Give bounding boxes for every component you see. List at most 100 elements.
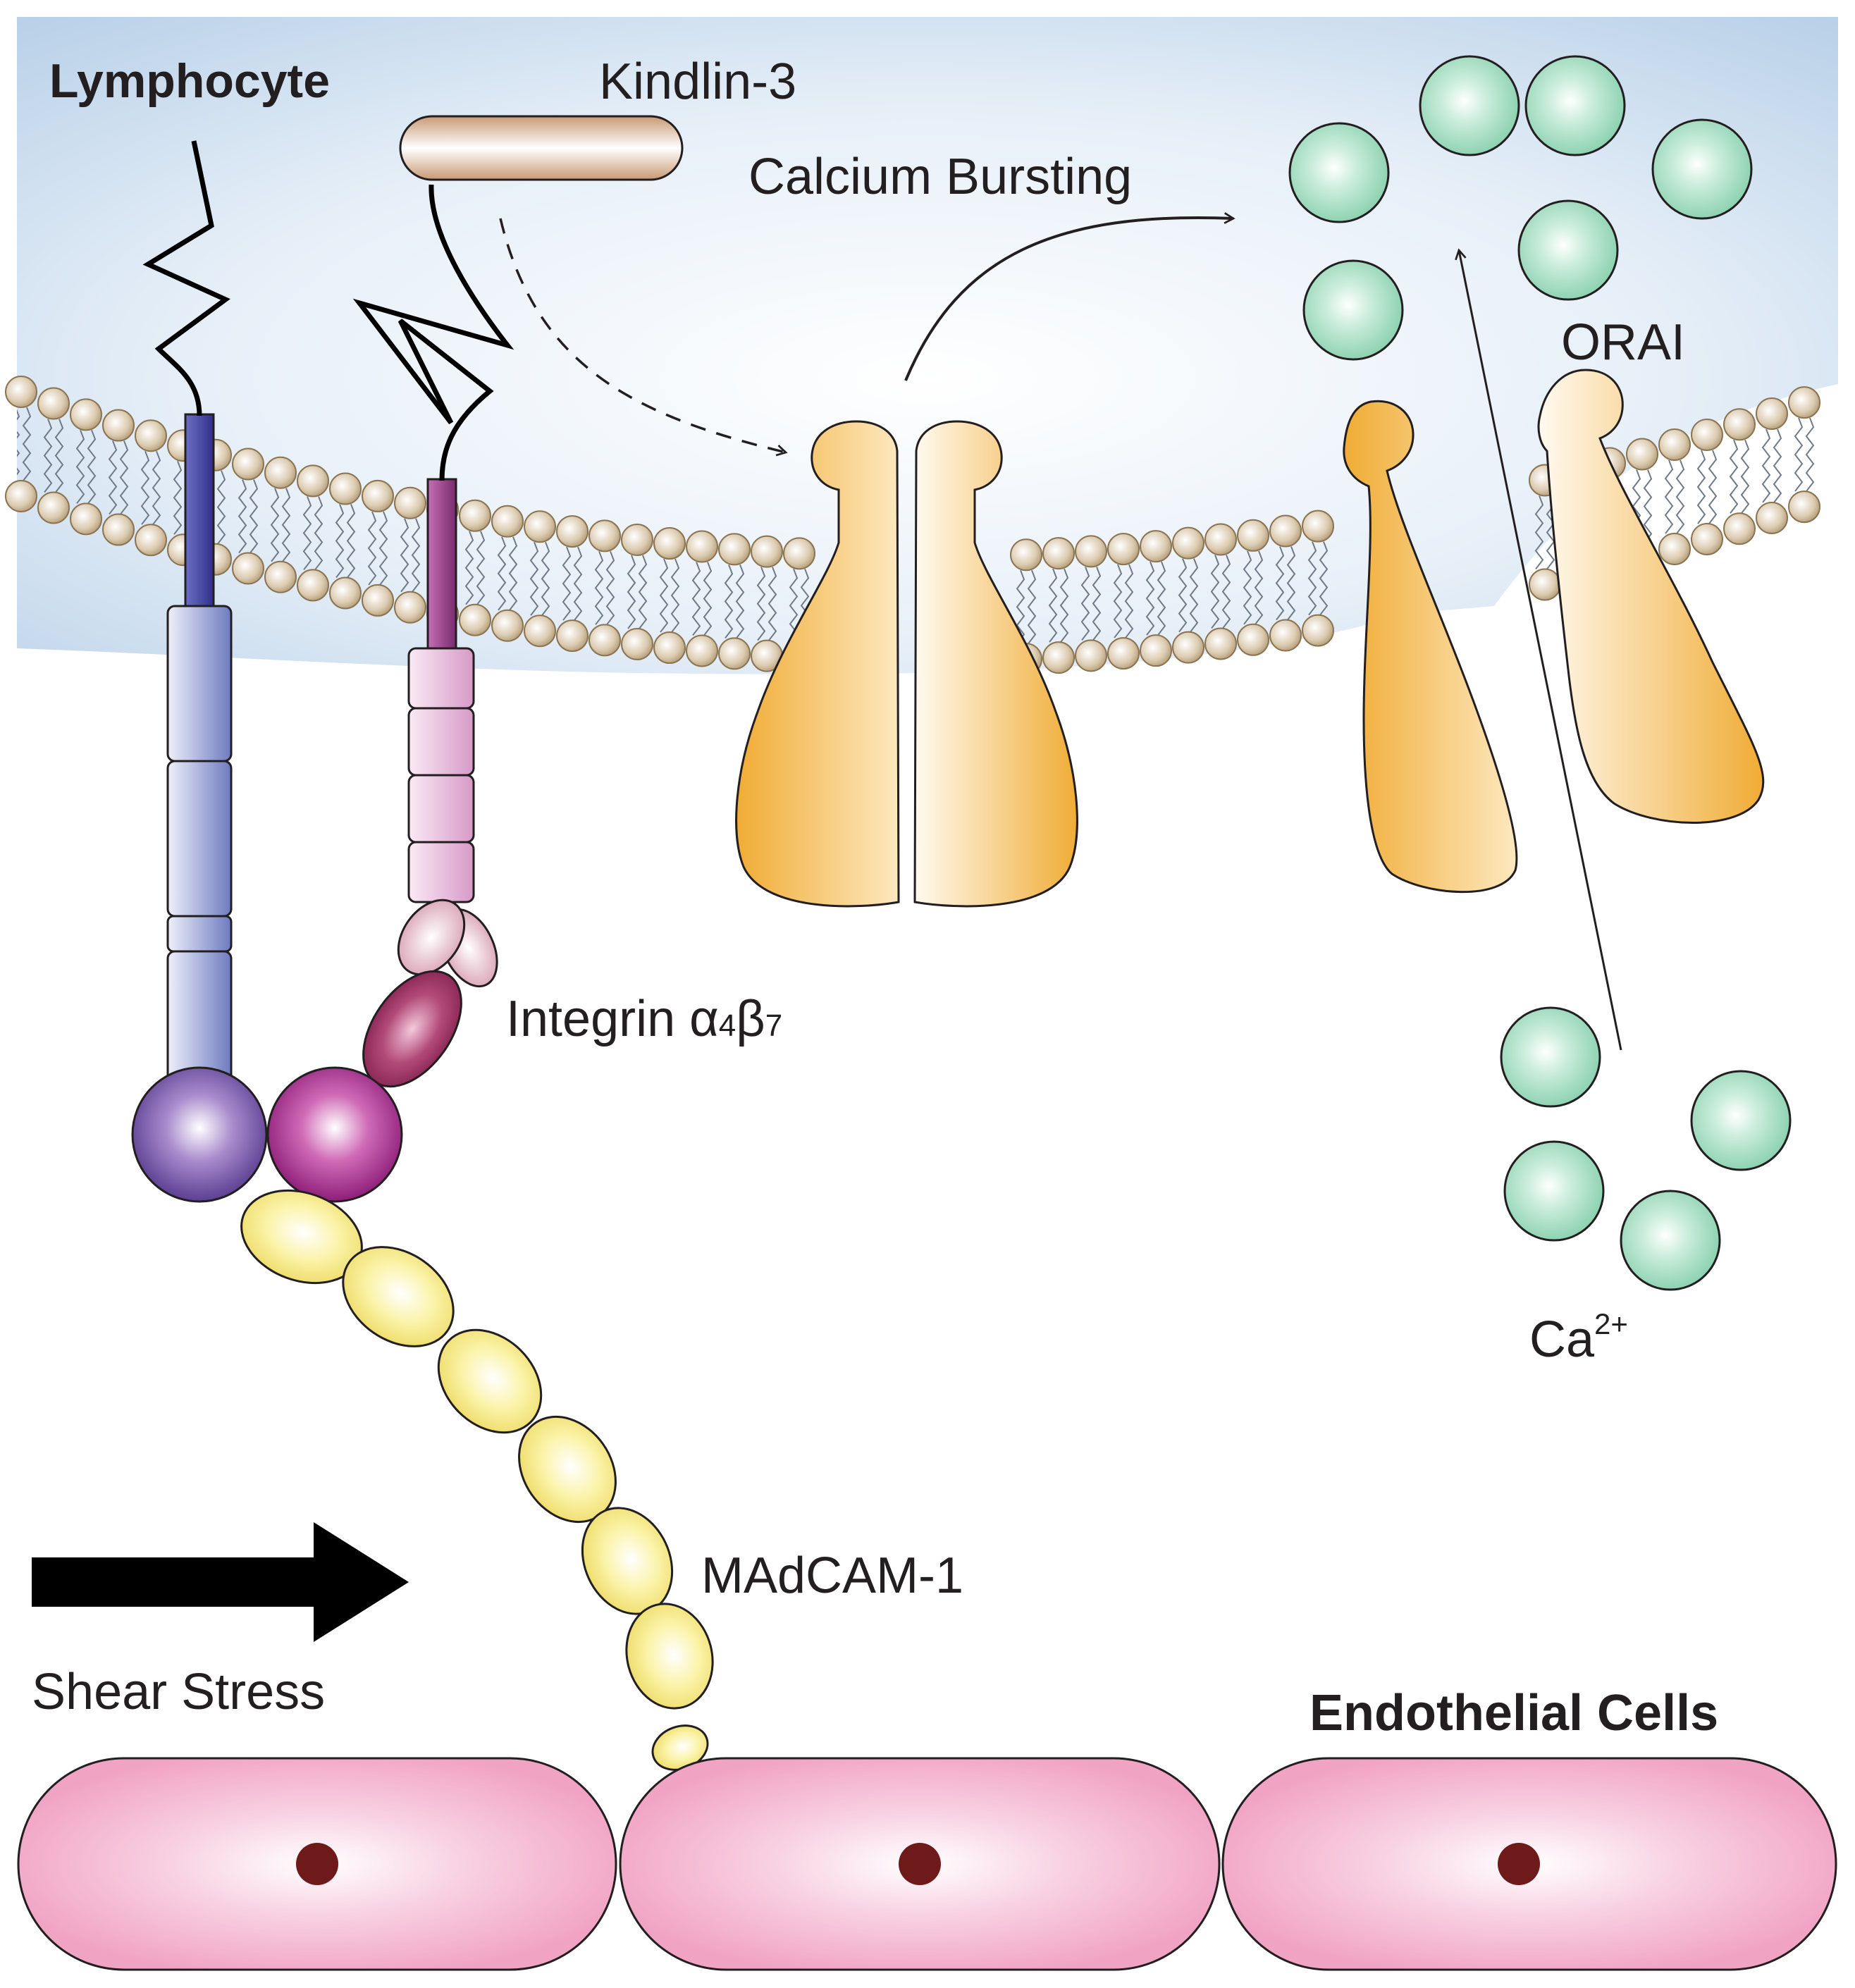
lipid-head xyxy=(1691,418,1723,451)
lipid-head xyxy=(362,479,394,512)
lipid-head xyxy=(1237,519,1269,552)
lipid-head xyxy=(1756,397,1788,430)
calcium-ion xyxy=(1302,259,1404,361)
lipid-tail xyxy=(756,567,766,641)
lipid-tail xyxy=(400,518,409,593)
lipid-head xyxy=(264,560,297,593)
lipid-tail xyxy=(1534,495,1544,570)
calcium-ion xyxy=(1620,1190,1721,1291)
kindlin-3 xyxy=(399,115,684,181)
lipid-tail xyxy=(1729,439,1739,514)
lipid-tail xyxy=(411,518,421,593)
lipid-tail xyxy=(87,429,97,504)
lipid-tail xyxy=(1664,459,1674,534)
endothelial-cell xyxy=(17,1757,617,1971)
lipid-head xyxy=(1658,533,1691,566)
lipid-head xyxy=(5,376,37,409)
lipid-head xyxy=(621,523,653,556)
lipid-tail xyxy=(54,419,64,493)
lipid-tail xyxy=(108,440,118,515)
lipid-tail xyxy=(1243,550,1252,625)
lipid-head xyxy=(264,456,297,489)
lipid-tail xyxy=(140,450,150,525)
lipid-head xyxy=(718,533,751,566)
lipid-head xyxy=(1140,530,1172,563)
lipid-tail xyxy=(1113,564,1123,638)
lipid-head xyxy=(1788,386,1820,419)
lipid-head xyxy=(1302,614,1334,647)
lipid-head xyxy=(1723,408,1756,441)
lipid-tail xyxy=(1157,561,1166,636)
lipid-tail xyxy=(1794,417,1804,492)
lipid-tail xyxy=(43,419,53,493)
lipid-tail xyxy=(659,558,669,633)
lipid-tail xyxy=(1092,567,1102,641)
lipid-head xyxy=(1140,634,1172,667)
calcium-ion-label: Ca2+ xyxy=(1529,1307,1628,1368)
lipid-tail xyxy=(367,511,377,586)
lipid-head xyxy=(653,631,686,665)
lipid-tail xyxy=(1696,450,1706,524)
lipid-tail xyxy=(768,567,777,641)
lipid-head xyxy=(1269,514,1302,548)
integrin-alpha4-subunit xyxy=(131,413,268,1203)
lipid-head xyxy=(102,409,135,442)
lipid-tail xyxy=(335,504,345,579)
lipid-head xyxy=(1626,438,1658,471)
lipid-tail xyxy=(1124,564,1134,638)
lipid-head xyxy=(232,447,264,481)
lipid-head xyxy=(1756,501,1788,534)
madcam-1-chain xyxy=(240,1189,714,1771)
lipid-tail xyxy=(638,555,648,629)
lipid-tail xyxy=(1027,569,1037,644)
calcium-ion xyxy=(1690,1070,1792,1171)
calcium-bursting-arrow xyxy=(904,212,1235,381)
lipid-tail xyxy=(594,550,604,625)
lipid-tail xyxy=(562,546,572,621)
lipid-tail xyxy=(1221,555,1231,629)
lipid-head xyxy=(556,619,588,653)
lipid-head xyxy=(70,398,102,431)
lipid-head xyxy=(686,530,718,563)
lipid-tail xyxy=(703,562,713,636)
lipid-head xyxy=(135,524,167,557)
shear-stress-arrow xyxy=(32,1522,409,1642)
lipid-tail xyxy=(314,496,323,571)
lipid-tail xyxy=(1059,568,1069,643)
calcium-ions xyxy=(1288,55,1792,1291)
lipid-head xyxy=(686,634,718,667)
lipid-tail xyxy=(508,536,518,611)
lipid-head xyxy=(459,499,491,532)
lipid-tail xyxy=(249,479,259,554)
nucleus xyxy=(899,1843,941,1885)
lipid-head xyxy=(135,419,167,452)
lipid-head xyxy=(556,515,588,548)
integrin-label: Integrin α4β7 xyxy=(506,991,782,1047)
lipid-tail xyxy=(529,541,539,616)
nucleus xyxy=(1498,1843,1540,1885)
calcium-influx-arrow xyxy=(1455,248,1622,1051)
lipid-tail xyxy=(691,562,701,636)
lipid-head xyxy=(783,537,815,570)
lipid-tail xyxy=(1708,450,1718,524)
madcam-domain xyxy=(625,1603,714,1710)
lipid-head xyxy=(751,535,783,568)
lipid-head xyxy=(329,576,362,610)
lipid-tail xyxy=(670,558,680,633)
calcium-ion xyxy=(1500,1006,1601,1108)
lipid-head xyxy=(1075,535,1107,568)
lipid-tail xyxy=(22,407,32,481)
lipid-tail xyxy=(1210,555,1220,629)
lipid-tail xyxy=(1145,561,1155,636)
lipid-head xyxy=(524,615,556,648)
beta7-cytoplasmic-tail xyxy=(352,184,514,481)
shear-stress-label: Shear Stress xyxy=(32,1664,325,1720)
lipid-tail xyxy=(75,429,85,504)
endothelial-cell xyxy=(619,1757,1221,1971)
lipid-head xyxy=(653,527,686,560)
lipid-tail xyxy=(302,496,312,571)
madcam-domain xyxy=(342,1246,455,1347)
lipid-tail xyxy=(1805,417,1815,492)
lipid-head xyxy=(621,627,653,660)
